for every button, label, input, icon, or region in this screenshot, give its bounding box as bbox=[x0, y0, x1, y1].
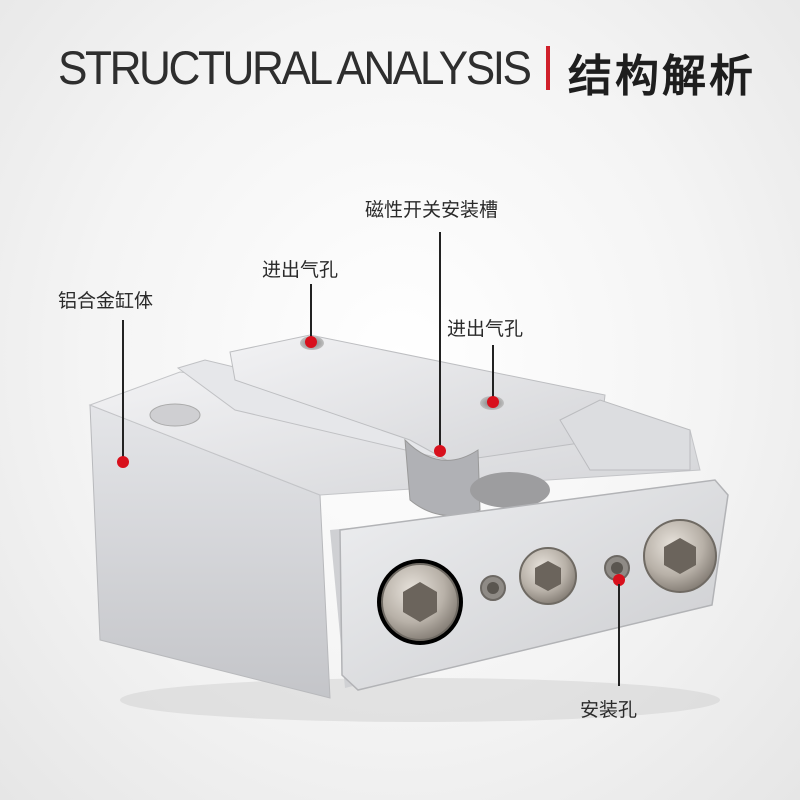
leader-line-mount-hole bbox=[618, 584, 620, 686]
marker-port-left bbox=[305, 336, 317, 348]
leader-line-body bbox=[122, 320, 124, 462]
label-port-left: 进出气孔 bbox=[262, 259, 339, 281]
marker-sensor-slot bbox=[434, 445, 446, 457]
leader-line-sensor-slot bbox=[439, 232, 441, 450]
label-mount-hole: 安装孔 bbox=[580, 699, 638, 721]
piston-rod bbox=[470, 472, 550, 508]
marker-port-right bbox=[487, 396, 499, 408]
title-separator bbox=[546, 46, 550, 90]
title-english: STRUCTURAL ANALYSIS bbox=[58, 41, 532, 94]
label-body: 铝合金缸体 bbox=[58, 290, 154, 312]
right-rail bbox=[559, 399, 691, 471]
leader-line-port-right bbox=[492, 345, 494, 402]
floor-shadow bbox=[120, 678, 720, 722]
leader-line-port-left bbox=[310, 284, 312, 342]
title-chinese: 结构解析 bbox=[568, 51, 756, 102]
marker-mount-hole bbox=[613, 574, 625, 586]
top-plate bbox=[229, 334, 606, 463]
label-sensor-slot: 磁性开关安装槽 bbox=[365, 199, 499, 221]
marker-body bbox=[117, 456, 129, 468]
label-port-right: 进出气孔 bbox=[447, 318, 524, 340]
